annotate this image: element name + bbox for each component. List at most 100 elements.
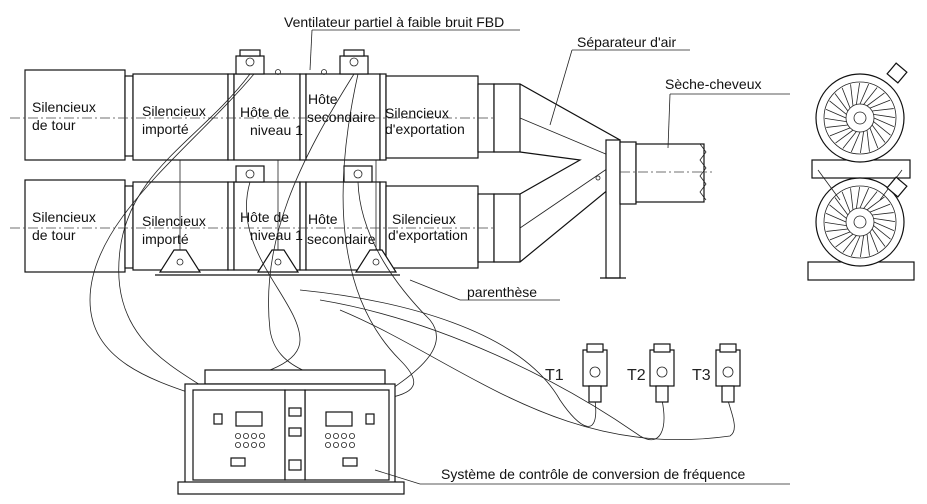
fan-blade [863, 191, 878, 209]
control-knob [340, 432, 347, 439]
fan-blade [855, 82, 860, 105]
bottom-tower-silencer-label: Silencieux de tour [32, 209, 100, 243]
cables [89, 73, 735, 441]
fan-blade [842, 131, 857, 149]
control-knob [234, 432, 241, 439]
fan-blade [841, 87, 851, 109]
top-tower-silencer [24, 69, 126, 161]
fan-blade [829, 204, 847, 219]
fan-blade [871, 124, 886, 143]
fan-blade [859, 83, 870, 105]
callout-leaders [309, 29, 790, 485]
fan-blade [871, 228, 886, 247]
sensor-t2: T2 [627, 343, 675, 403]
fan-blade [869, 203, 891, 213]
fan-blade [841, 191, 851, 213]
control-knob [250, 432, 257, 439]
bottom-host-level1-label: Hôte de niveau 1 [240, 209, 303, 243]
top-host-level1-label: Hôte de niveau 1 [240, 104, 303, 138]
fan-blade [834, 93, 849, 112]
fan-blade [873, 121, 891, 136]
fan-blade [842, 235, 857, 253]
bottom-export-silencer [385, 185, 479, 269]
fan-blade [824, 222, 847, 227]
fan-blade [835, 233, 854, 248]
top-motor-box-1 [235, 49, 265, 75]
fan-blade [855, 186, 860, 209]
fan-blade [872, 212, 894, 216]
dryer-callout: Sèche-cheveux [665, 76, 762, 92]
control-knob [332, 432, 339, 439]
top-host-secondary-label: Hôte secondaire [307, 91, 376, 125]
fan-blade [829, 231, 851, 241]
fan-blade [866, 130, 870, 152]
fan-blade [866, 92, 885, 107]
fan-blade [824, 118, 847, 123]
control-knob [348, 432, 355, 439]
top-intake-silencer-label: Silencieux importé [142, 103, 210, 137]
fan-blade [873, 113, 896, 118]
sensor-t1: T1 [545, 343, 608, 403]
fan-blade [869, 127, 879, 149]
top-export-silencer [385, 75, 479, 159]
temperature-sensors: T1 T2 T3 [545, 343, 741, 403]
bottom-tower-silencer [24, 179, 126, 273]
fan-blade [829, 127, 851, 137]
top-motor-box-2 [339, 49, 369, 75]
side-fan-top [815, 73, 905, 163]
sensor-t3: T3 [692, 343, 741, 403]
vfd-cabinet [177, 369, 405, 495]
control-knob [242, 432, 249, 439]
control-knob [332, 441, 339, 448]
fan-blade [825, 108, 847, 119]
fan-blade [863, 87, 878, 105]
fan-blade [873, 117, 895, 128]
bottom-intake-silencer-label: Silencieux importé [142, 213, 210, 247]
sensor-t2-label: T2 [627, 367, 646, 384]
fan-blade [825, 212, 847, 223]
fan-blade [869, 231, 879, 253]
fan-callout: Ventilateur partiel à faible bruit FBD [284, 14, 504, 30]
bottom-motor-box-1 [235, 165, 265, 183]
fan-blade [873, 221, 895, 232]
fan-blade [866, 196, 885, 211]
fan-blade [860, 131, 865, 154]
side-view-fans [807, 62, 915, 281]
top-fan-row: Silencieux de tour Silencieux importé Hô… [10, 49, 500, 161]
control-knob [250, 441, 257, 448]
fan-blade [826, 124, 848, 128]
fan-blade [873, 217, 896, 222]
fan-blade [850, 131, 861, 153]
fan-blade [835, 129, 854, 144]
fan-blade [873, 225, 891, 240]
sensor-t3-label: T3 [692, 367, 711, 384]
control-knob [340, 441, 347, 448]
fan-blade [834, 197, 849, 216]
control-knob [324, 441, 331, 448]
control-knob [348, 441, 355, 448]
control-knob [258, 441, 265, 448]
bottom-export-silencer-label: Silencieux d'exportation [388, 211, 468, 243]
fan-blade [872, 108, 894, 112]
fan-blade [850, 84, 854, 106]
air-separator [493, 83, 626, 279]
sensor-t1-label: T1 [545, 367, 564, 384]
fan-blade [866, 234, 870, 256]
outlet-duct [619, 141, 712, 205]
air-separator-callout: Séparateur d'air [577, 34, 677, 50]
top-tower-silencer-label: Silencieux de tour [32, 99, 100, 133]
fan-blade [859, 187, 870, 209]
control-knob [242, 441, 249, 448]
side-fan-bottom [815, 177, 905, 267]
fan-blade [860, 235, 865, 258]
fan-blade [850, 235, 861, 257]
control-knob [234, 441, 241, 448]
bracket-callout: parenthèse [467, 284, 537, 300]
fan-blade [869, 99, 891, 109]
control-knob [258, 432, 265, 439]
control-knob [324, 432, 331, 439]
vfd-callout: Système de contrôle de conversion de fré… [441, 466, 746, 482]
top-export-silencer-label: Silencieux d'exportation [385, 105, 465, 137]
fan-blade [829, 100, 847, 115]
